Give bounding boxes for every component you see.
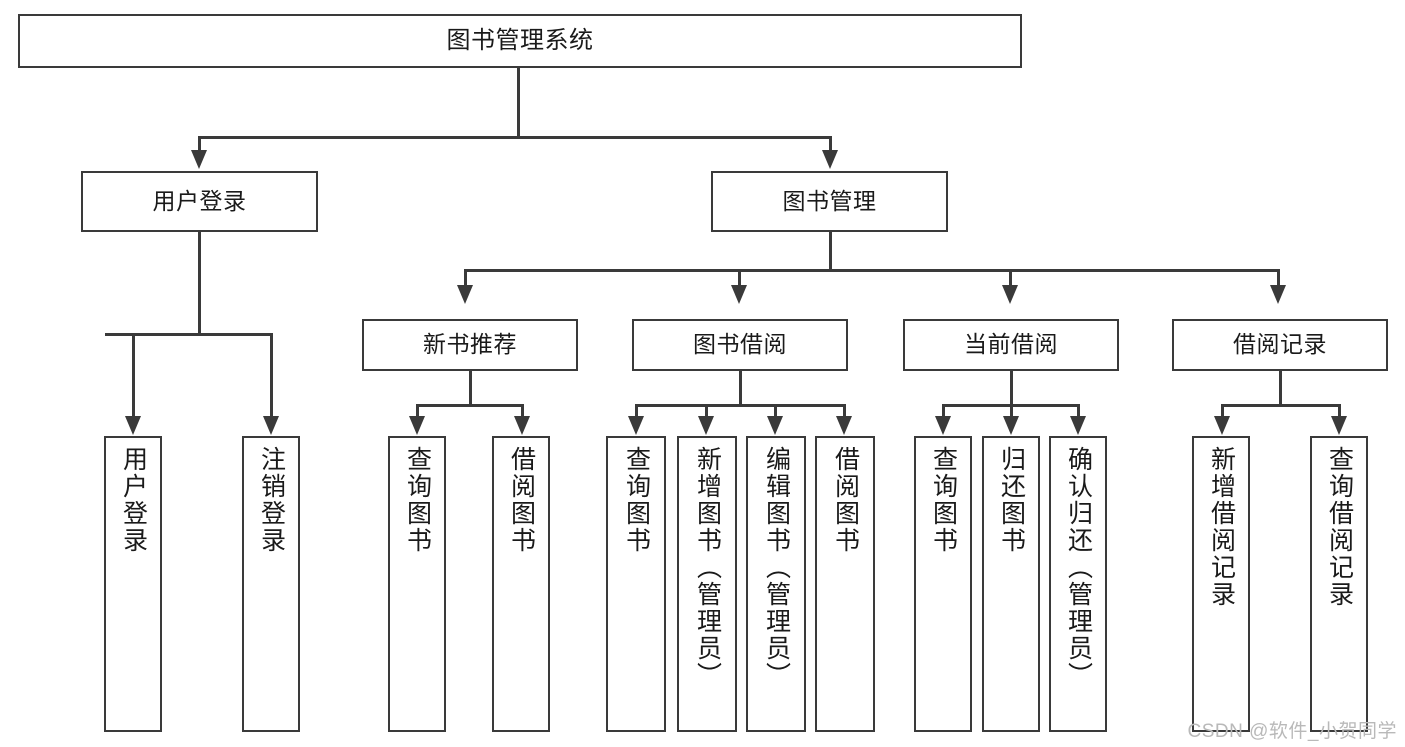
- connector-level1-bar: [199, 136, 831, 139]
- leaf-label: 注销登录: [257, 446, 286, 554]
- connector-nbr-bar: [417, 404, 523, 407]
- connector-drop-bb-1: [635, 404, 638, 418]
- connector-root-stem: [517, 68, 520, 138]
- leaf-book-borrow-query-books[interactable]: 查询图书: [606, 436, 666, 732]
- leaf-label: 查询图书: [403, 446, 432, 554]
- leaf-label: 查询图书: [622, 446, 651, 554]
- connector-drop-bb-4: [843, 404, 846, 418]
- leaf-new-book-borrow-books[interactable]: 借阅图书: [492, 436, 550, 732]
- leaf-book-borrow-borrow-books[interactable]: 借阅图书: [815, 436, 875, 732]
- arrowhead-br-1: [1214, 416, 1230, 435]
- connector-level2-bar: [465, 269, 1279, 272]
- connector-book-manage-stem: [829, 232, 832, 271]
- arrowhead-new-book-rec: [457, 285, 473, 304]
- arrowhead-current-borrow: [1002, 285, 1018, 304]
- node-user-login[interactable]: 用户登录: [81, 171, 318, 232]
- arrowhead-nbr-1: [409, 416, 425, 435]
- leaf-book-borrow-edit-book-admin[interactable]: 编辑图书（管理员）: [746, 436, 806, 732]
- arrowhead-bb-1: [628, 416, 644, 435]
- leaf-current-borrow-confirm-return-admin[interactable]: 确认归还（管理员）: [1049, 436, 1107, 732]
- leaf-borrow-record-add-record[interactable]: 新增借阅记录: [1192, 436, 1250, 732]
- leaf-label: 查询借阅记录: [1325, 446, 1354, 608]
- arrowhead-bb-2: [698, 416, 714, 435]
- leaf-label: 编辑图书（管理员）: [762, 446, 791, 689]
- connector-br-stem: [1279, 371, 1282, 406]
- connector-drop-ul-1: [132, 333, 135, 418]
- leaf-user-login-logout[interactable]: 注销登录: [242, 436, 300, 732]
- node-label: 图书管理系统: [446, 26, 594, 54]
- leaf-label: 新增借阅记录: [1207, 446, 1236, 608]
- node-label: 当前借阅: [964, 331, 1058, 358]
- node-label: 图书借阅: [693, 331, 787, 358]
- node-new-book-recommend[interactable]: 新书推荐: [362, 319, 578, 371]
- leaf-label: 确认归还（管理员）: [1064, 446, 1093, 689]
- arrowhead-borrow-record: [1270, 285, 1286, 304]
- leaf-book-borrow-add-book-admin[interactable]: 新增图书（管理员）: [677, 436, 737, 732]
- arrowhead-bb-4: [836, 416, 852, 435]
- leaf-current-borrow-query-books[interactable]: 查询图书: [914, 436, 972, 732]
- leaf-label: 查询图书: [929, 446, 958, 554]
- arrowhead-cb-1: [935, 416, 951, 435]
- connector-drop-bb-3: [774, 404, 777, 418]
- connector-drop-nbr-2: [521, 404, 524, 418]
- node-borrow-record[interactable]: 借阅记录: [1172, 319, 1388, 371]
- leaf-new-book-query-books[interactable]: 查询图书: [388, 436, 446, 732]
- connector-drop-book-manage: [829, 136, 832, 152]
- node-current-borrow[interactable]: 当前借阅: [903, 319, 1119, 371]
- leaf-label: 用户登录: [119, 446, 148, 554]
- connector-user-login-bar: [105, 333, 273, 336]
- arrowhead-cb-2: [1003, 416, 1019, 435]
- node-book-management[interactable]: 图书管理: [711, 171, 948, 232]
- arrowhead-br-2: [1331, 416, 1347, 435]
- connector-bb-bar: [636, 404, 846, 407]
- node-label: 图书管理: [782, 187, 877, 214]
- connector-drop-borrow-record: [1277, 269, 1280, 287]
- csdn-watermark: CSDN @软件_小贺同学: [1187, 721, 1397, 742]
- connector-drop-current-borrow: [1009, 269, 1012, 287]
- arrowhead-book-manage: [822, 150, 838, 169]
- connector-drop-br-1: [1221, 404, 1224, 418]
- connector-drop-cb-1: [942, 404, 945, 418]
- node-book-borrow[interactable]: 图书借阅: [632, 319, 848, 371]
- node-label: 新书推荐: [423, 331, 517, 358]
- arrowhead-cb-3: [1070, 416, 1086, 435]
- connector-drop-bb-2: [705, 404, 708, 418]
- leaf-current-borrow-return-books[interactable]: 归还图书: [982, 436, 1040, 732]
- connector-bb-stem: [739, 371, 742, 406]
- arrowhead-ul-2: [263, 416, 279, 435]
- arrowhead-user-login: [191, 150, 207, 169]
- connector-drop-br-2: [1338, 404, 1341, 418]
- leaf-label: 新增图书（管理员）: [693, 446, 722, 689]
- connector-drop-new-book-rec: [464, 269, 467, 287]
- node-label: 用户登录: [152, 187, 247, 214]
- leaf-label: 借阅图书: [831, 446, 860, 554]
- node-label: 借阅记录: [1233, 331, 1327, 358]
- connector-user-login-stem: [198, 232, 201, 335]
- arrowhead-nbr-2: [514, 416, 530, 435]
- connector-drop-cb-2: [1010, 404, 1013, 418]
- connector-cb-stem: [1010, 371, 1013, 406]
- connector-br-bar: [1222, 404, 1340, 407]
- leaf-user-login-login[interactable]: 用户登录: [104, 436, 162, 732]
- connector-drop-cb-3: [1077, 404, 1080, 418]
- connector-nbr-stem: [469, 371, 472, 406]
- arrowhead-bb-3: [767, 416, 783, 435]
- node-root-book-management-system[interactable]: 图书管理系统: [18, 14, 1022, 68]
- leaf-borrow-record-query-record[interactable]: 查询借阅记录: [1310, 436, 1368, 732]
- connector-drop-book-borrow: [738, 269, 741, 287]
- leaf-label: 借阅图书: [507, 446, 536, 554]
- connector-drop-user-login: [198, 136, 201, 152]
- connector-drop-ul-2: [270, 333, 273, 418]
- leaf-label: 归还图书: [997, 446, 1026, 554]
- arrowhead-ul-1: [125, 416, 141, 435]
- arrowhead-book-borrow: [731, 285, 747, 304]
- connector-drop-nbr-1: [416, 404, 419, 418]
